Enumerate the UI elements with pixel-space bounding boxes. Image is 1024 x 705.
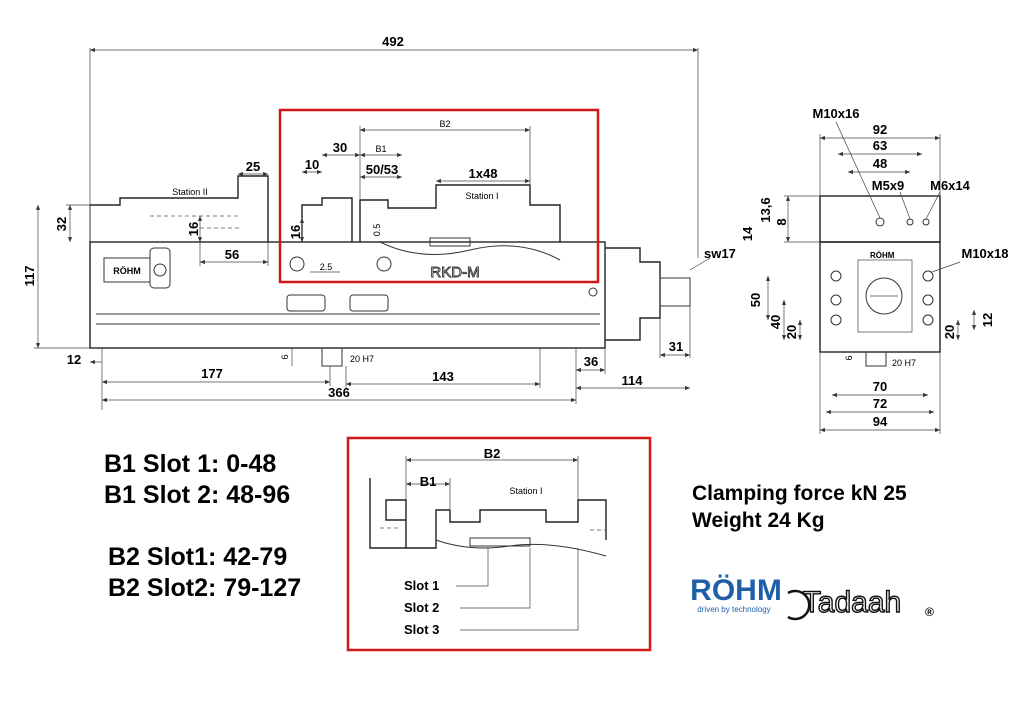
side-dim-14: 14: [740, 226, 755, 241]
side-m5x9: M5x9: [872, 178, 905, 193]
side-dim-92: 92: [873, 122, 887, 137]
dim-1x48: 1x48: [469, 166, 498, 181]
side-dim-48: 48: [873, 156, 887, 171]
dim-0-5: 0.5: [372, 224, 382, 237]
dim-b1: B1: [375, 144, 386, 154]
side-dim-12: 12: [980, 313, 995, 327]
dim-16-right: 16: [288, 225, 303, 239]
dim-114: 114: [622, 373, 644, 388]
detail-b2: B2: [484, 446, 501, 461]
detail-view: B2 B1 Station I Slot 1 Slot 2 Slot 3: [346, 436, 652, 652]
dim-32: 32: [54, 217, 69, 231]
dim-177: 177: [201, 366, 223, 381]
highlight-frame-detail: [346, 436, 652, 652]
detail-station-i: Station I: [509, 486, 542, 496]
side-dim-40: 40: [768, 315, 783, 329]
spec-b1-slot2: B1 Slot 2: 48-96: [104, 481, 291, 509]
side-dim-20-left: 20: [784, 325, 799, 339]
rohm-tagline: driven by technology: [697, 605, 770, 614]
side-dim-63: 63: [873, 138, 887, 153]
dim-50-53: 50/53: [366, 162, 399, 177]
tadaah-logo: Tadaah ®: [787, 585, 934, 621]
dim-10: 10: [305, 157, 319, 172]
rohm-logo-text: RÖHM: [690, 574, 782, 607]
dim-25: 25: [246, 159, 260, 174]
dim-117: 117: [22, 266, 37, 287]
spec-b2-slot1: B2 Slot1: 42-79: [108, 543, 288, 571]
dim-12: 12: [67, 352, 81, 367]
side-m10x18: M10x18: [962, 246, 1009, 261]
side-dim-8: 8: [774, 218, 789, 225]
dim-56: 56: [225, 247, 239, 262]
dim-366: 366: [328, 385, 350, 400]
info-weight: Weight 24 Kg: [692, 509, 825, 532]
side-dim-72: 72: [873, 396, 887, 411]
detail-b1: B1: [420, 474, 437, 489]
detail-slot3: Slot 3: [404, 622, 439, 637]
tadaah-logo-text: Tadaah: [803, 586, 901, 619]
detail-slot1: Slot 1: [404, 578, 439, 593]
side-dim-13-6: 13,6: [758, 197, 773, 222]
label-station-i: Station I: [465, 191, 498, 201]
dim-30: 30: [333, 140, 347, 155]
dim-overall-length: 492: [382, 34, 404, 49]
side-plate-brand: RÖHM: [870, 251, 895, 260]
side-m10x16: M10x16: [813, 106, 860, 121]
dim-20h7: 20 H7: [350, 354, 374, 364]
side-dim-70: 70: [873, 379, 887, 394]
dim-sw17: sw17: [704, 246, 736, 261]
dim-2-5: 2.5: [320, 262, 333, 272]
highlight-frame-top: [278, 108, 600, 284]
dim-143: 143: [432, 369, 454, 384]
side-dim-20-right: 20: [942, 325, 957, 339]
side-dim-6: 6: [844, 355, 854, 360]
dim-16-left: 16: [186, 222, 201, 236]
side-view: RÖHM 20 H7 6 M10x16 92 63 48 M5x9 M6x14 …: [740, 106, 1008, 434]
rohm-logo: RÖHM driven by technology: [690, 574, 782, 614]
dim-b2: B2: [439, 119, 450, 129]
info-clamping-force: Clamping force kN 25: [692, 482, 907, 505]
label-station-ii: Station II: [172, 187, 208, 197]
side-dim-20h7: 20 H7: [892, 358, 916, 368]
side-m6x14: M6x14: [930, 178, 971, 193]
spec-b1-slot1: B1 Slot 1: 0-48: [104, 450, 277, 478]
registered-mark: ®: [925, 605, 934, 619]
plate-brand: RÖHM: [113, 266, 141, 276]
front-view: 492 Station II 25 32 16 56 20 H7 6: [22, 34, 736, 410]
dim-31: 31: [669, 339, 683, 354]
detail-slot2: Slot 2: [404, 600, 439, 615]
plate-model: RKD-M: [430, 264, 479, 281]
side-dim-50: 50: [748, 293, 763, 307]
spec-b2-slot2: B2 Slot2: 79-127: [108, 574, 302, 602]
dim-36: 36: [584, 354, 598, 369]
side-dim-94: 94: [873, 414, 888, 429]
dim-6: 6: [280, 354, 290, 359]
